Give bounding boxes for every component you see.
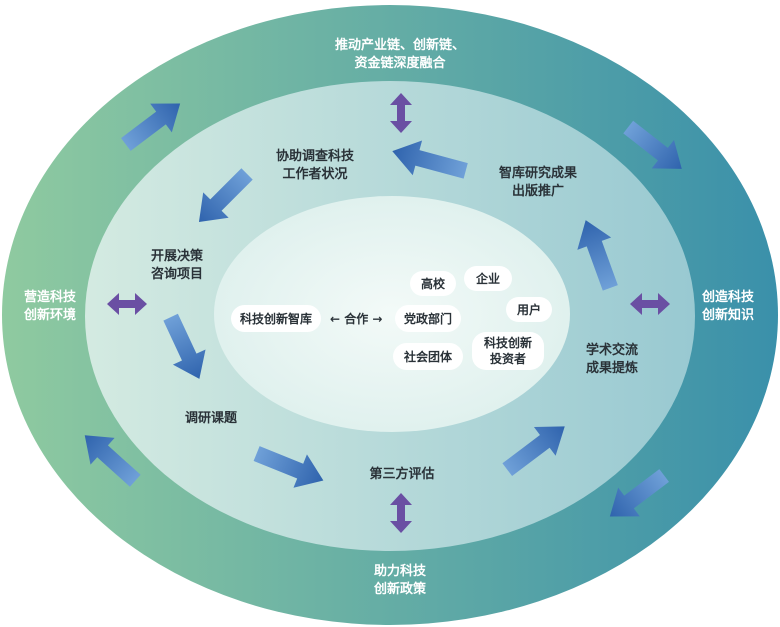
outer-label-left: 营造科技 创新环境 xyxy=(10,289,90,325)
pill-investors: 科技创新 投资者 xyxy=(472,332,544,370)
arrow-mid-upper-left xyxy=(198,168,253,223)
double-arrow-right xyxy=(630,293,670,315)
pill-users: 用户 xyxy=(506,297,552,322)
mid-label-exchange-line: 学术交流 xyxy=(585,343,638,358)
arrow-outer-bottom-right xyxy=(609,469,669,517)
outer-label-bottom-line: 创新政策 xyxy=(373,582,426,597)
pill-social-groups: 社会团体 xyxy=(393,343,463,370)
arrow-outer-top-right xyxy=(623,120,682,169)
double-arrow-bottom xyxy=(390,493,412,533)
pill-enterprises: 企业 xyxy=(464,266,512,291)
pill-think-tank-label: 科技创新智库 xyxy=(239,311,312,326)
arrow-mid-bottom-left xyxy=(253,446,324,488)
outer-label-right-line: 创新知识 xyxy=(701,308,754,323)
arrow-mid-top xyxy=(392,140,468,179)
mid-label-survey-line: 协助调查科技 xyxy=(275,149,354,164)
cooperation-text: ← 合作 → xyxy=(330,312,383,326)
outer-label-bottom: 助力科技 创新政策 xyxy=(350,563,450,599)
mid-label-evaluate-line: 第三方评估 xyxy=(369,467,435,482)
double-arrow-top xyxy=(390,93,412,133)
pill-universities-label: 高校 xyxy=(420,276,445,291)
mid-label-research-line: 调研课题 xyxy=(184,411,237,426)
pill-party-gov-label: 党政部门 xyxy=(403,311,452,326)
outer-label-left-line: 创新环境 xyxy=(23,308,76,323)
mid-label-survey-line: 工作者状况 xyxy=(282,167,348,182)
outer-label-top: 推动产业链、创新链、 资金链深度融合 xyxy=(300,37,500,73)
pill-investors-line: 科技创新 xyxy=(483,336,532,350)
mid-label-publish: 智库研究成果 出版推广 xyxy=(478,165,598,201)
outer-label-right-line: 创造科技 xyxy=(701,290,754,305)
pill-enterprises-label: 企业 xyxy=(475,271,500,286)
outer-label-left-line: 营造科技 xyxy=(23,290,76,305)
arrow-mid-right xyxy=(577,220,618,291)
outer-label-top-line: 资金链深度融合 xyxy=(354,56,446,71)
pill-party-gov: 党政部门 xyxy=(395,305,461,332)
mid-label-exchange-line: 成果提炼 xyxy=(585,361,638,376)
mid-label-survey: 协助调查科技 工作者状况 xyxy=(255,148,375,184)
arrow-outer-top-left xyxy=(121,103,181,151)
pill-think-tank: 科技创新智库 xyxy=(231,305,321,332)
pill-investors-line: 投资者 xyxy=(489,352,526,366)
arrow-outer-bottom-left xyxy=(84,435,141,487)
mid-label-consult: 开展决策 咨询项目 xyxy=(132,248,222,284)
outer-label-bottom-line: 助力科技 xyxy=(373,564,426,579)
mid-label-evaluate: 第三方评估 xyxy=(352,466,452,484)
arrow-mid-lower-left xyxy=(163,313,206,379)
mid-label-consult-line: 咨询项目 xyxy=(150,267,203,282)
mid-label-research: 调研课题 xyxy=(166,410,256,428)
pill-users-label: 用户 xyxy=(516,302,541,317)
cooperation-label: ← 合作 → xyxy=(330,310,382,327)
mid-label-exchange: 学术交流 成果提炼 xyxy=(567,342,657,378)
mid-label-publish-line: 出版推广 xyxy=(511,184,564,199)
mid-label-consult-line: 开展决策 xyxy=(150,249,203,264)
outer-label-top-line: 推动产业链、创新链、 xyxy=(334,38,465,53)
inner-core xyxy=(214,196,570,432)
mid-label-publish-line: 智库研究成果 xyxy=(498,166,577,181)
pill-universities: 高校 xyxy=(410,271,456,296)
outer-label-right: 创造科技 创新知识 xyxy=(688,289,768,325)
pill-social-groups-label: 社会团体 xyxy=(403,349,452,364)
double-arrow-left xyxy=(107,293,147,315)
arrow-mid-bottom-right xyxy=(502,426,565,477)
